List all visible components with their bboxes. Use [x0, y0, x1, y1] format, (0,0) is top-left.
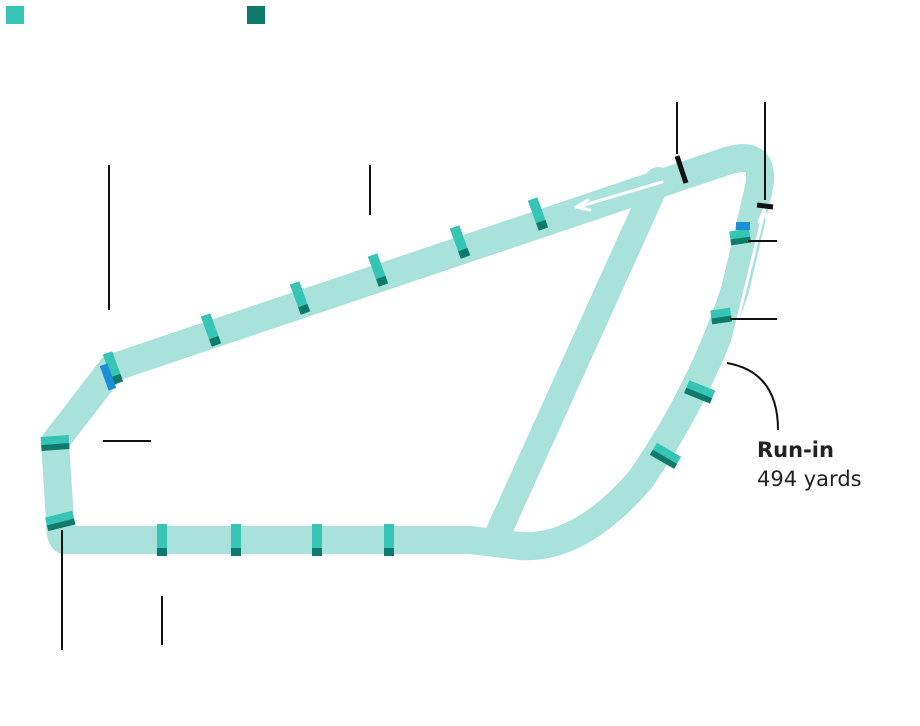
- marker-home-1: [729, 228, 752, 246]
- blue-marker-right: [736, 222, 750, 230]
- marker-bottom-1: [157, 524, 167, 556]
- legend-swatch-dark: [247, 6, 265, 24]
- legend-swatch-light: [6, 6, 24, 24]
- legend: [0, 0, 920, 30]
- blue-marker-left: [99, 363, 117, 391]
- marker-back-3: [289, 281, 311, 315]
- furlong-markers: [40, 197, 752, 556]
- track-diagonal-link: [482, 167, 671, 553]
- marker-bottom-3: [312, 524, 322, 556]
- arrow-home-straight-head: [757, 208, 770, 226]
- marker-back-2: [200, 313, 222, 347]
- arrow-back-straight-head: [574, 198, 592, 212]
- marker-home-3: [684, 380, 716, 404]
- blue-markers: [99, 222, 750, 391]
- black-tick-top: [674, 155, 689, 184]
- black-tick-right: [756, 202, 774, 210]
- marker-bottom-2: [231, 524, 241, 556]
- leader-run-in: [726, 362, 779, 431]
- arrow-home-straight: [726, 210, 766, 362]
- marker-left-1: [40, 435, 70, 451]
- run-in-distance: 494 yards: [757, 467, 862, 491]
- marker-back-6: [527, 197, 549, 231]
- marker-back-5: [449, 225, 471, 259]
- marker-left-2: [44, 510, 76, 532]
- arrow-back-straight: [576, 180, 664, 209]
- marker-back-4: [367, 253, 389, 287]
- leader-lines: [61, 102, 779, 650]
- legend-item-1: [6, 6, 32, 24]
- marker-home-2: [710, 307, 733, 325]
- track-line-markers: [674, 155, 774, 210]
- marker-bottom-4: [384, 524, 394, 556]
- marker-home-4: [649, 442, 682, 469]
- legend-item-2: [247, 6, 273, 24]
- run-in-arrows: [574, 180, 770, 362]
- run-in-title: Run-in: [757, 438, 834, 462]
